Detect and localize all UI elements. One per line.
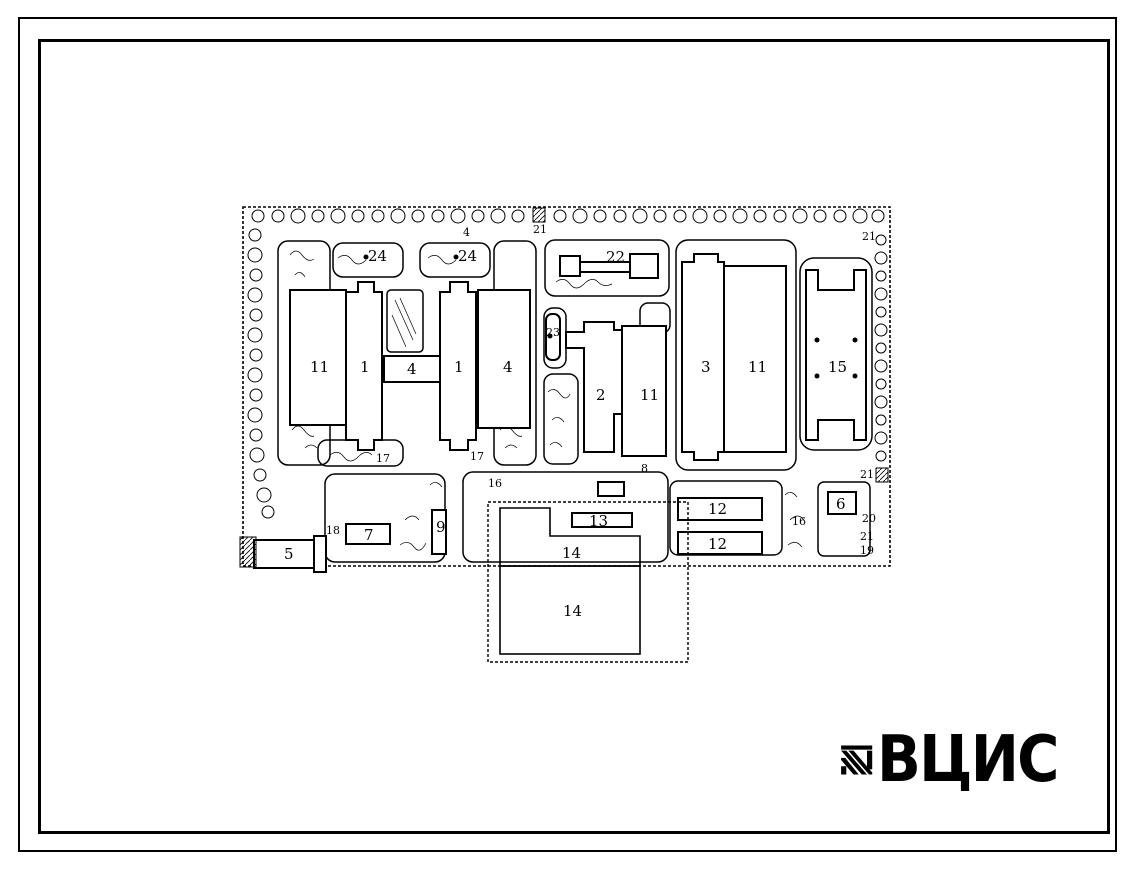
label-20: 20: [862, 512, 876, 525]
label-17-left: 17: [376, 452, 390, 465]
logo-mark-icon: [841, 745, 873, 775]
gate-top: [532, 207, 546, 223]
light-posts: [363, 254, 858, 379]
storage-yard-fence: [487, 501, 689, 663]
logo: ВЦИС: [838, 725, 1078, 795]
label-9: 9: [436, 518, 446, 536]
label-21-top: 21: [533, 223, 547, 236]
label-3: 3: [701, 358, 711, 376]
label-12-lower: 12: [708, 535, 727, 553]
label-8: 8: [641, 462, 648, 475]
label-7: 7: [364, 526, 374, 544]
label-1-left: 1: [360, 358, 370, 376]
logo-text: ВЦИС: [877, 723, 1059, 797]
tree-row-top: [251, 208, 885, 224]
label-13: 13: [589, 512, 608, 530]
label-21-right-top: 21: [862, 230, 876, 243]
label-24-right: 24: [458, 247, 477, 265]
label-16-right: 16: [792, 515, 806, 528]
label-4-right: 4: [503, 358, 513, 376]
label-2: 2: [596, 386, 606, 404]
label-11-left: 11: [310, 358, 329, 376]
inner-frame: [38, 39, 1110, 834]
label-18: 18: [326, 524, 340, 537]
label-21-right-mid: 21: [860, 468, 874, 481]
lawn-texture: [289, 250, 805, 551]
site-boundary: [242, 206, 891, 567]
label-17-right: 17: [470, 450, 484, 463]
gate-left: [239, 536, 257, 568]
label-22: 22: [606, 248, 625, 266]
label-11-middle: 11: [640, 386, 659, 404]
label-15: 15: [828, 358, 847, 376]
tree-row-left: [247, 228, 275, 519]
label-4-center: 4: [407, 360, 417, 378]
label-23: 23: [546, 326, 560, 339]
label-14-upper: 14: [562, 544, 581, 562]
label-12-upper: 12: [708, 500, 727, 518]
label-11-right: 11: [748, 358, 767, 376]
label-24-left: 24: [368, 247, 387, 265]
label-14-lower: 14: [563, 602, 582, 620]
label-21-right-bottom: 21: [860, 530, 874, 543]
label-19: 19: [860, 544, 874, 557]
label-5: 5: [284, 545, 294, 563]
label-6: 6: [836, 495, 846, 513]
gate-right: [875, 467, 889, 483]
label-1-right: 1: [454, 358, 464, 376]
tree-row-right: [874, 234, 888, 462]
label-16-left: 16: [488, 477, 502, 490]
outer-frame: [18, 17, 1117, 852]
label-18-top: 4: [463, 226, 470, 239]
buildings: [253, 253, 867, 655]
